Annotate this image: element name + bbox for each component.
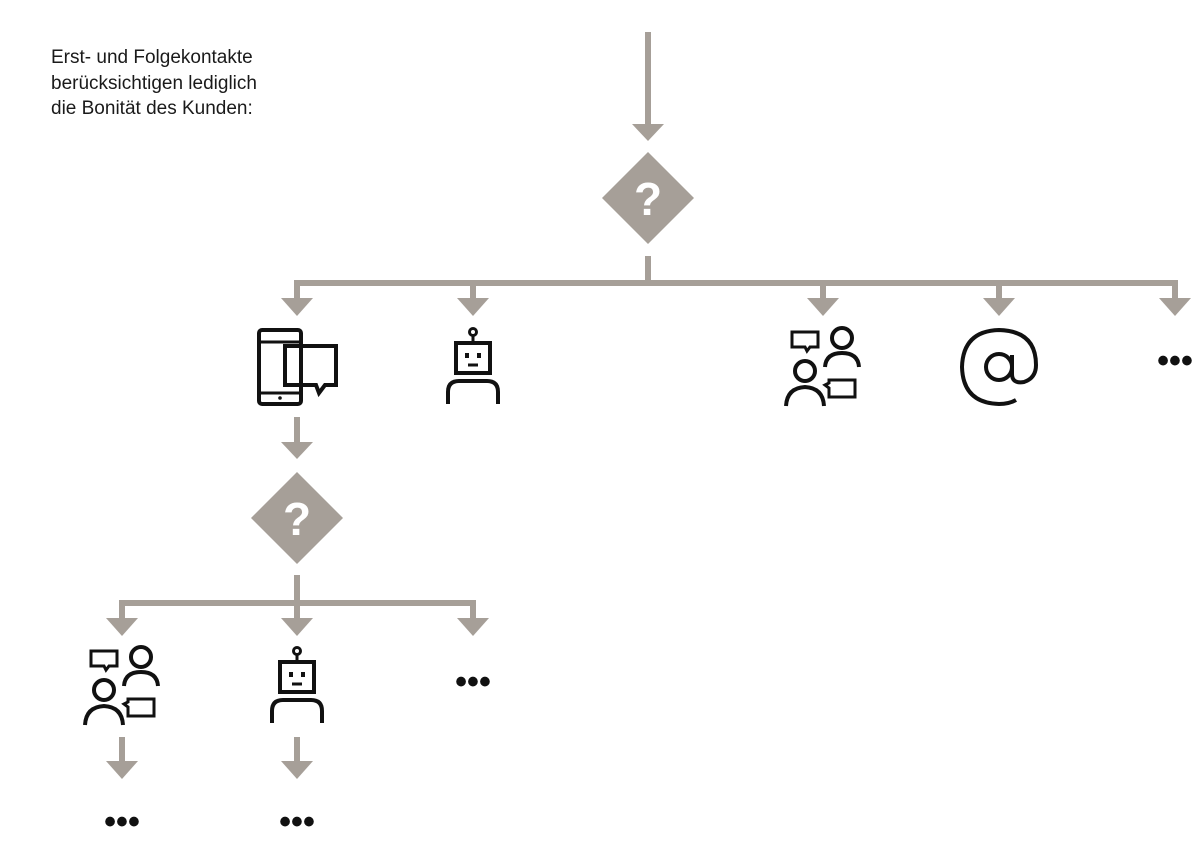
more-indicator: ••• (455, 663, 491, 701)
diagram-caption: Erst- und Folgekontakte berücksichtigen … (51, 45, 351, 122)
arrowhead (281, 761, 313, 779)
arrowhead (106, 761, 138, 779)
more-indicator: ••• (1157, 342, 1193, 380)
more-indicator: ••• (279, 803, 315, 841)
arrowhead (1159, 298, 1191, 316)
arrowhead (281, 442, 313, 459)
decision-diamond-icon (602, 152, 694, 244)
caption-line-3: die Bonität des Kunden: (51, 98, 253, 119)
people-chat-icon (83, 645, 160, 727)
people-chat-icon (784, 326, 861, 408)
arrowhead (106, 618, 138, 636)
robot-icon (446, 326, 500, 406)
phone-chat-icon (257, 328, 338, 406)
decision-question-mark: ? (634, 173, 662, 225)
arrowhead (807, 298, 839, 316)
arrowhead (457, 298, 489, 316)
decision-question-mark: ? (283, 493, 311, 545)
secondary-decision-node: ? (251, 472, 343, 564)
root-decision-node: ? (602, 152, 694, 244)
arrowhead (281, 298, 313, 316)
more-indicator: ••• (104, 803, 140, 841)
at-email-icon (959, 327, 1039, 407)
decision-diamond-icon (251, 472, 343, 564)
arrowhead (983, 298, 1015, 316)
robot-icon (270, 645, 324, 725)
arrowhead (632, 124, 664, 141)
caption-line-1: Erst- und Folgekontakte (51, 47, 253, 68)
arrowhead (457, 618, 489, 636)
arrowhead (281, 618, 313, 636)
caption-line-2: berücksichtigen lediglich (51, 72, 257, 94)
